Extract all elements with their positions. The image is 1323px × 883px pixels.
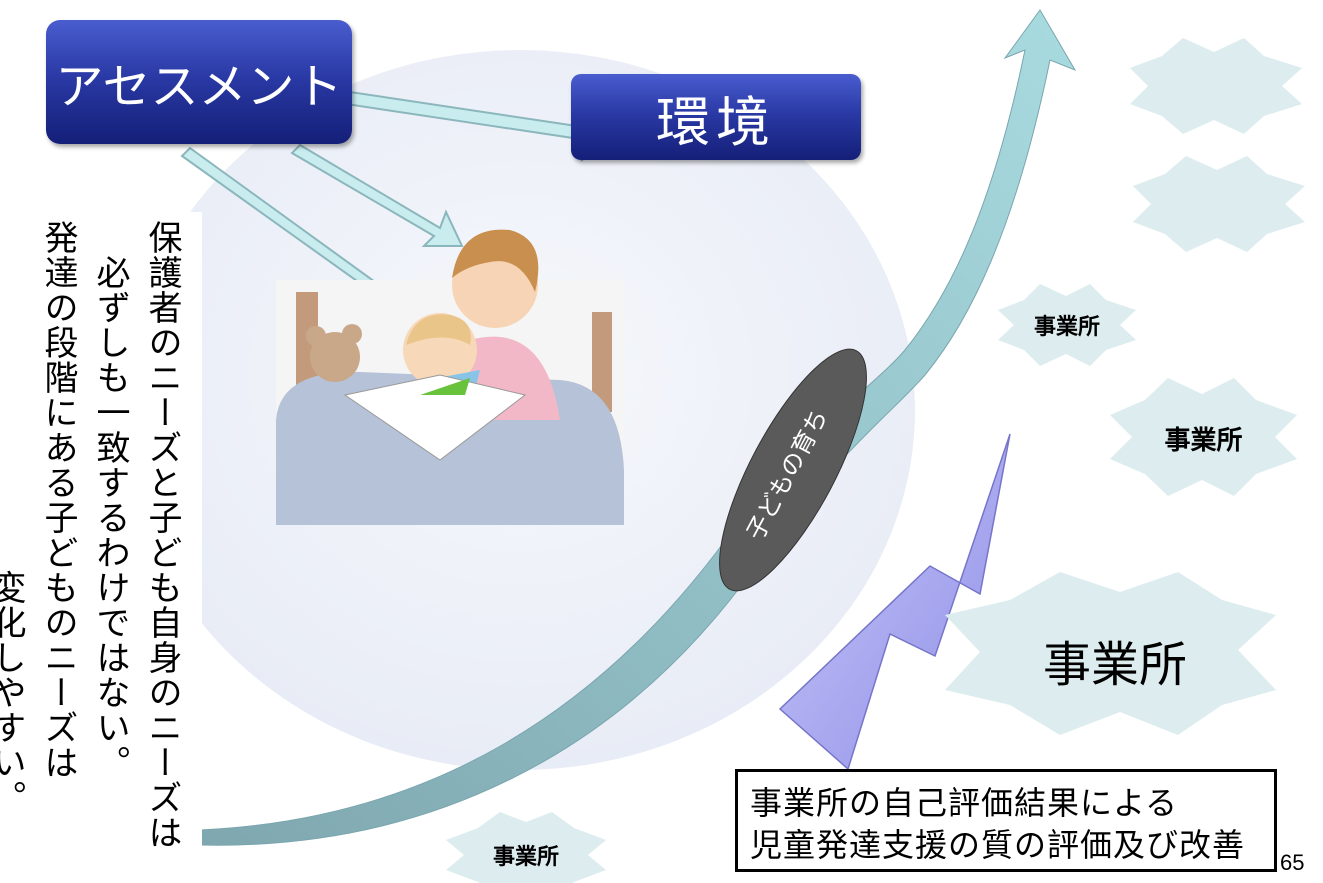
star-large [945, 572, 1276, 735]
child-growth-ellipse [719, 348, 867, 592]
page-number: 65 [1280, 850, 1305, 875]
environment-box: 環境 [571, 74, 861, 160]
growth-curve-arrow [199, 9, 1077, 846]
evaluation-line-1: 事業所の自己評価結果による [750, 784, 1179, 822]
office-label-large: 事業所 [1042, 637, 1187, 693]
environment-label: 環境 [656, 90, 776, 154]
office-label-bottom: 事業所 [492, 845, 559, 870]
note-line-4: 変化しやすい。 [0, 570, 26, 815]
improvement-arrow [778, 433, 1011, 771]
office-stars [446, 38, 1305, 883]
star-small-top [998, 284, 1136, 366]
note-line-2: 必ずしも一致するわけではない。 [90, 220, 130, 780]
vertical-note-text: 保護者のニーズと子ども自身のニーズは 必ずしも一致するわけではない。 発達の段階… [0, 220, 188, 860]
evaluation-box: 事業所の自己評価結果による 児童発達支援の質の評価及び改善 [735, 769, 1277, 872]
mother-child-illustration [276, 229, 624, 525]
star-mid [1110, 378, 1297, 496]
office-label-mid: 事業所 [1164, 425, 1243, 456]
star-top-1 [1130, 38, 1302, 134]
assessment-label: アセスメント [55, 59, 343, 115]
vertical-note-box: 保護者のニーズと子ども自身のニーズは 必ずしも一致するわけではない。 発達の段階… [0, 212, 202, 860]
assessment-arrows [180, 90, 622, 320]
note-line-1: 保護者のニーズと子ども自身のニーズは [142, 220, 182, 850]
star-top-2 [1133, 156, 1305, 252]
note-line-3: 発達の段階にある子どものニーズは [38, 220, 78, 780]
office-label-small-top: 事業所 [1033, 315, 1100, 340]
assessment-box: アセスメント [46, 20, 352, 144]
star-bottom [446, 812, 606, 883]
arrow-to-mother [290, 143, 464, 247]
evaluation-line-2: 児童発達支援の質の評価及び改善 [750, 826, 1246, 864]
